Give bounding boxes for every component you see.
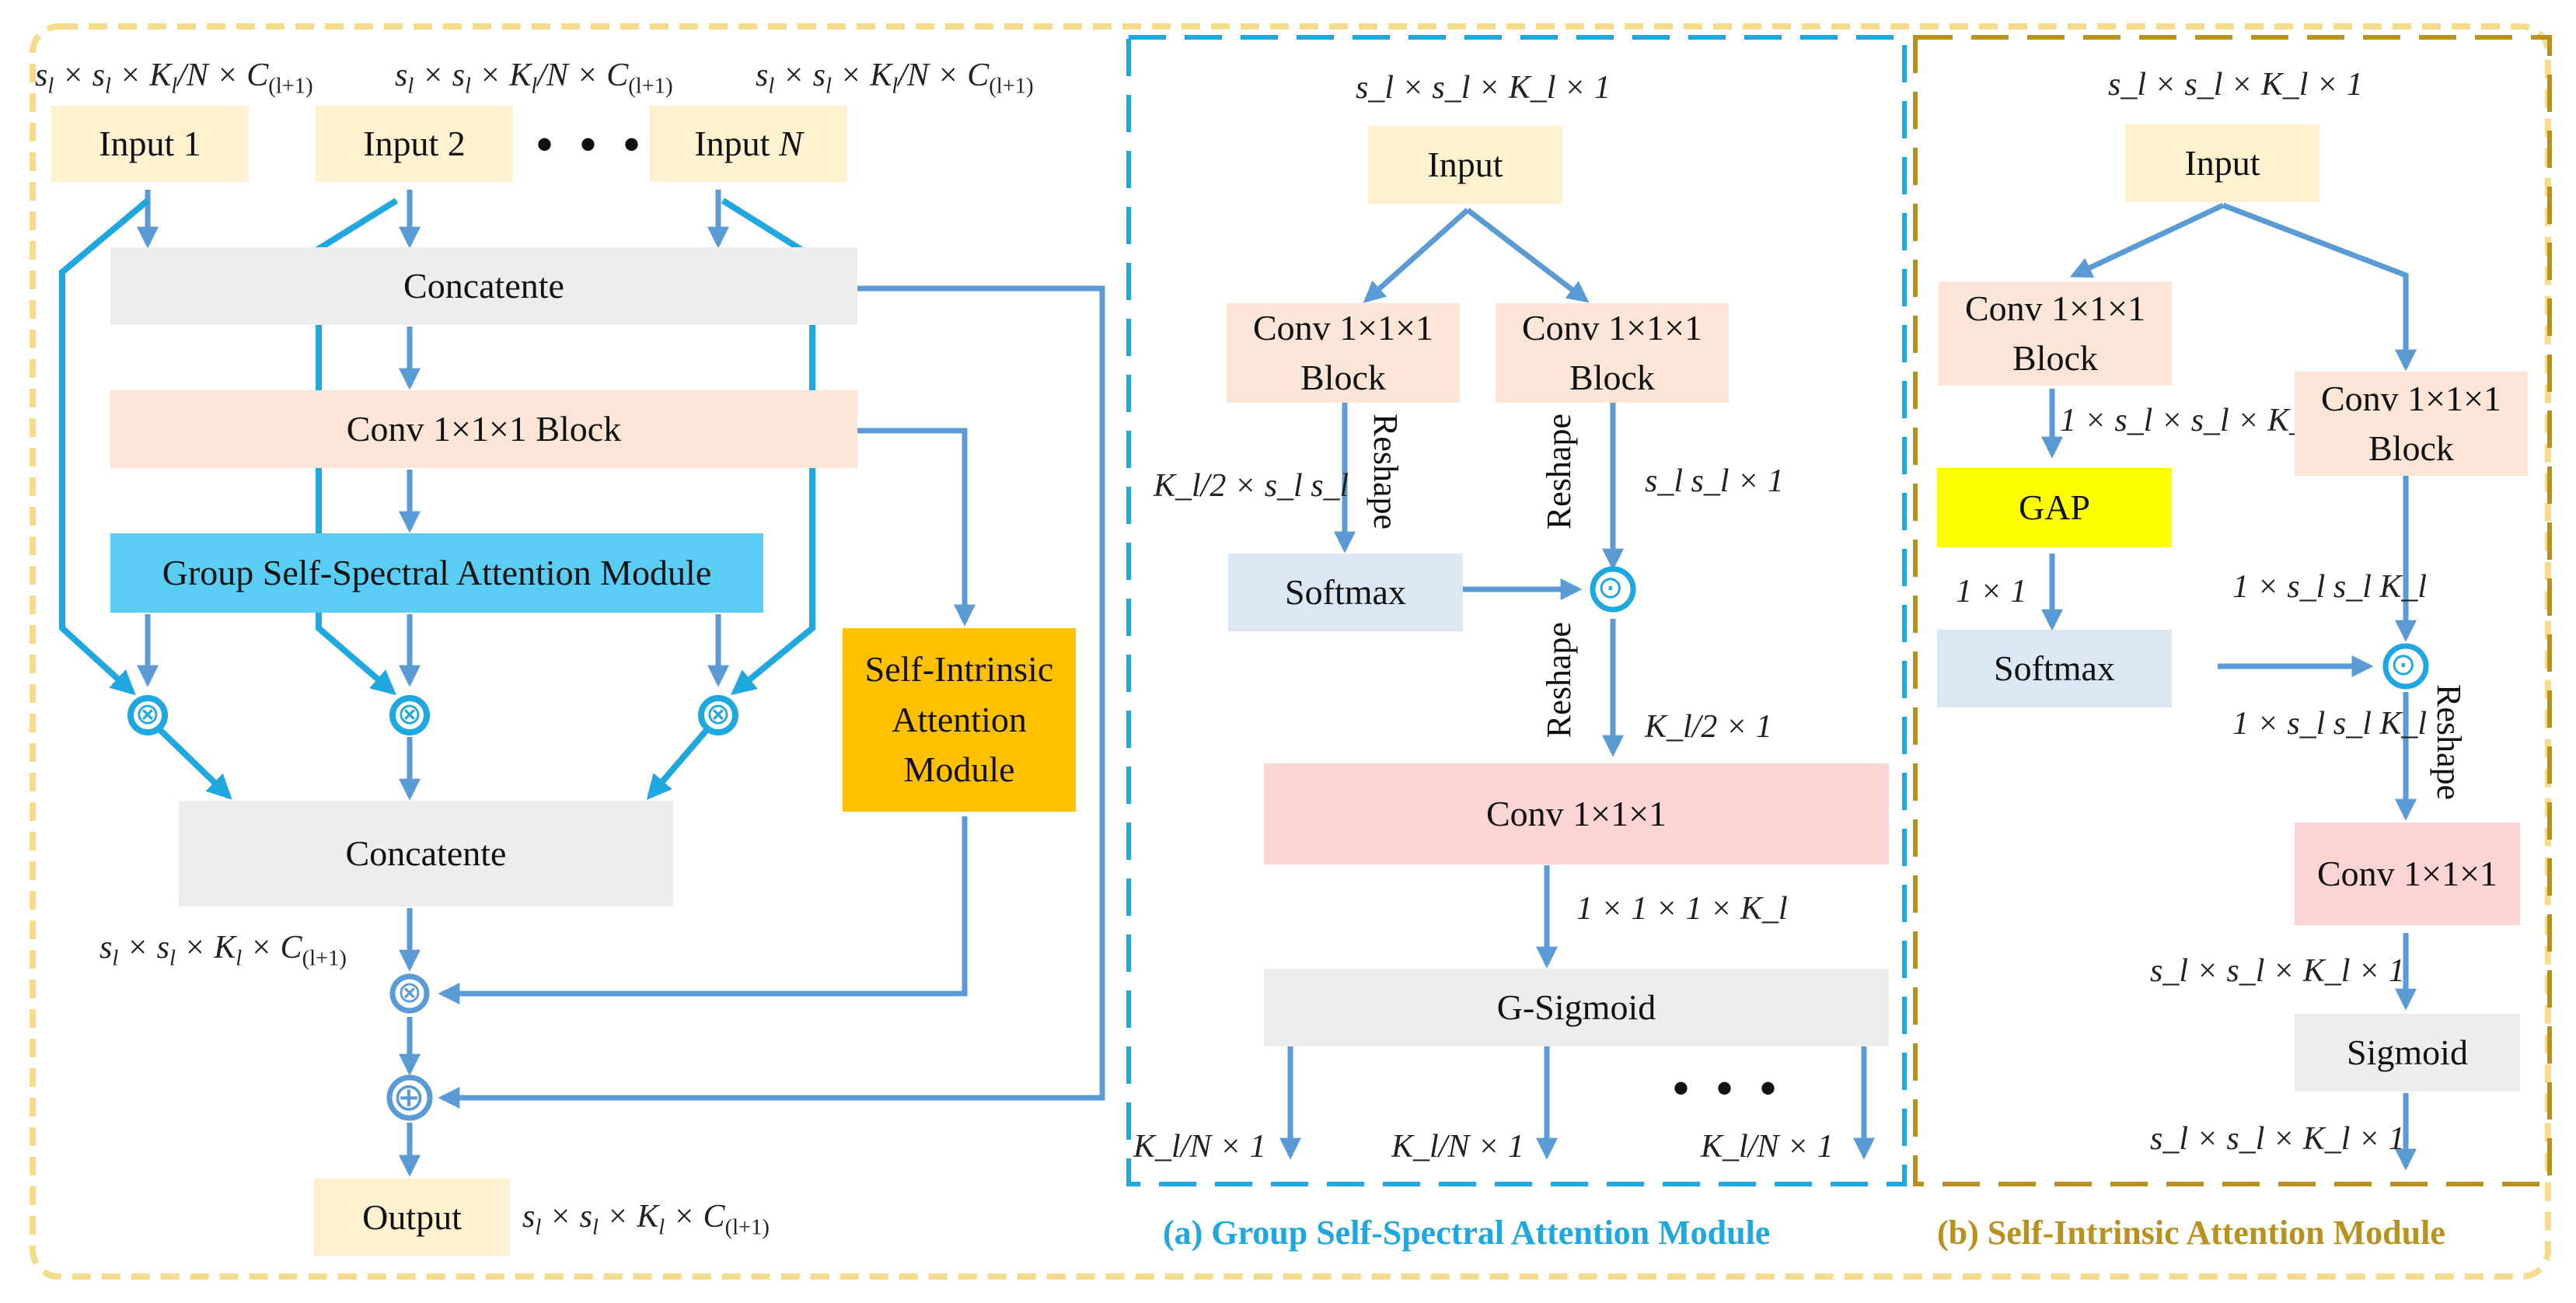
self-intrinsic-box: Self-Intrinsic Attention Module bbox=[843, 628, 1076, 812]
dot-operator-b: ⊙ bbox=[2390, 647, 2417, 682]
input-n-label: Input N bbox=[694, 123, 803, 163]
multiply-operator-2: ⊗ bbox=[397, 698, 422, 731]
panel-b-gap-box: GAP bbox=[1937, 468, 2172, 547]
panel-b-gap-label: GAP bbox=[2018, 487, 2091, 527]
panel-b-dim-out: s_l × s_l × K_l × 1 bbox=[2150, 1121, 2405, 1157]
panel-a-input-box: Input bbox=[1368, 126, 1562, 204]
input-dims-2: sl × sl × Kl/N × C(l+1) bbox=[395, 58, 673, 99]
panel-b-input-label: Input bbox=[2184, 142, 2260, 183]
panel-a-out-dim-1: K_l/N × 1 bbox=[1133, 1129, 1266, 1165]
panel-b-dim-gap: 1 × 1 bbox=[1956, 574, 2027, 610]
op-circles bbox=[127, 566, 2429, 1121]
panel-b-dim-conv: s_l × s_l × K_l × 1 bbox=[2150, 953, 2405, 989]
panel-b-border bbox=[1913, 35, 2552, 1186]
multiply-operator-4: ⊗ bbox=[397, 976, 422, 1009]
panel-a-caption: (a) Group Self-Spectral Attention Module bbox=[1163, 1214, 1771, 1252]
panel-b-caption: (b) Self-Intrinsic Attention Module bbox=[1937, 1214, 2445, 1252]
panel-a-out-dim-2: K_l/N × 1 bbox=[1391, 1129, 1524, 1165]
panel-b-softmax-label: Softmax bbox=[1994, 648, 2115, 688]
self-intrinsic-label: Self-Intrinsic Attention Module bbox=[864, 649, 1054, 790]
multiply-operator-1: ⊗ bbox=[135, 698, 160, 731]
panel-a-dim-after: K_l/2 × 1 bbox=[1645, 709, 1772, 745]
input-2-box: Input 2 bbox=[316, 106, 513, 182]
dot-operator-a: ⊙ bbox=[1597, 570, 1624, 605]
panel-a-dim-right: s_l s_l × 1 bbox=[1645, 463, 1784, 499]
output-dims: sl × sl × Kl × C(l+1) bbox=[522, 1199, 770, 1240]
input-2-label: Input 2 bbox=[363, 123, 466, 163]
input-dims-1: sl × sl × Kl/N × C(l+1) bbox=[35, 58, 313, 99]
output-box: Output bbox=[314, 1179, 510, 1256]
panel-a-gsigmoid-box: G-Sigmoid bbox=[1264, 969, 1889, 1046]
panel-b-conv-left-box: Conv 1×1×1 Block bbox=[1939, 281, 2172, 386]
panel-a-conv-label: Conv 1×1×1 bbox=[1485, 793, 1667, 833]
panel-b-conv-left-label: Conv 1×1×1 Block bbox=[1964, 288, 2146, 378]
concatenate-top-box: Concatente bbox=[110, 247, 857, 325]
panel-a-out-dim-3: K_l/N × 1 bbox=[1701, 1129, 1834, 1165]
input-1-label: Input 1 bbox=[99, 123, 201, 163]
panel-a-conv-left-box: Conv 1×1×1 Block bbox=[1227, 303, 1460, 403]
add-operator: ⊕ bbox=[393, 1075, 425, 1119]
panel-b-dim-right2: 1 × s_l s_l K_l bbox=[2232, 706, 2428, 742]
multiply-operator-3: ⊗ bbox=[706, 698, 731, 731]
input-dims-n: sl × sl × Kl/N × C(l+1) bbox=[756, 58, 1034, 99]
panel-a-ellipsis: • • • bbox=[1673, 1063, 1785, 1114]
panel-a-reshape-2: Reshape bbox=[1540, 414, 1578, 530]
panel-b-input-box: Input bbox=[2125, 124, 2319, 202]
panel-a-gsigmoid-label: G-Sigmoid bbox=[1496, 987, 1656, 1027]
panel-a-input-dims: s_l × s_l × K_l × 1 bbox=[1356, 70, 1611, 106]
panel-a-input-label: Input bbox=[1427, 144, 1503, 184]
panel-a-softmax-box: Softmax bbox=[1228, 554, 1463, 631]
mid-dims: sl × sl × Kl × C(l+1) bbox=[99, 930, 347, 971]
panel-a-reshape-1: Reshape bbox=[1367, 414, 1405, 530]
gssam-box: Group Self-Spectral Attention Module bbox=[110, 533, 763, 613]
panel-a-softmax-label: Softmax bbox=[1285, 571, 1406, 612]
panel-b-softmax-box: Softmax bbox=[1937, 630, 2172, 707]
panel-b-sigmoid-label: Sigmoid bbox=[2347, 1032, 2468, 1072]
panel-b-conv-label: Conv 1×1×1 bbox=[2316, 853, 2498, 893]
panel-b-reshape: Reshape bbox=[2430, 684, 2468, 801]
panel-b-input-dims: s_l × s_l × K_l × 1 bbox=[2108, 67, 2363, 103]
concatenate-bottom-label: Concatente bbox=[345, 833, 507, 873]
concatenate-bottom-box: Concatente bbox=[179, 801, 673, 907]
panel-b-conv-box: Conv 1×1×1 bbox=[2295, 823, 2520, 925]
panel-a-border bbox=[1126, 35, 1907, 1186]
panel-a-dim-conv: 1 × 1 × 1 × K_l bbox=[1576, 891, 1788, 927]
panel-b-sigmoid-box: Sigmoid bbox=[2295, 1014, 2520, 1092]
conv-block-label: Conv 1×1×1 Block bbox=[346, 408, 622, 449]
panel-b-dim-left: 1 × s_l × s_l × K_l bbox=[2060, 403, 2315, 438]
gssam-label: Group Self-Spectral Attention Module bbox=[162, 552, 712, 592]
panel-a-conv-box: Conv 1×1×1 bbox=[1264, 763, 1889, 865]
panel-a-conv-right-box: Conv 1×1×1 Block bbox=[1496, 303, 1729, 403]
concatenate-top-label: Concatente bbox=[403, 265, 564, 306]
inputs-ellipsis: • • • bbox=[536, 119, 648, 170]
output-label: Output bbox=[362, 1196, 462, 1237]
input-1-box: Input 1 bbox=[51, 106, 249, 182]
panel-a-conv-right-label: Conv 1×1×1 Block bbox=[1521, 307, 1703, 397]
conv-block-box: Conv 1×1×1 Block bbox=[110, 390, 857, 468]
input-n-box: Input N bbox=[650, 106, 847, 182]
panel-b-conv-right-label: Conv 1×1×1 Block bbox=[2320, 378, 2502, 468]
panel-a-dim-left: K_l/2 × s_l s_l bbox=[1154, 468, 1349, 504]
panel-a-reshape-3: Reshape bbox=[1540, 622, 1578, 739]
panel-b-dim-right1: 1 × s_l s_l K_l bbox=[2232, 569, 2428, 605]
panel-b-conv-right-box: Conv 1×1×1 Block bbox=[2295, 372, 2528, 476]
panel-a-conv-left-label: Conv 1×1×1 Block bbox=[1252, 307, 1434, 397]
